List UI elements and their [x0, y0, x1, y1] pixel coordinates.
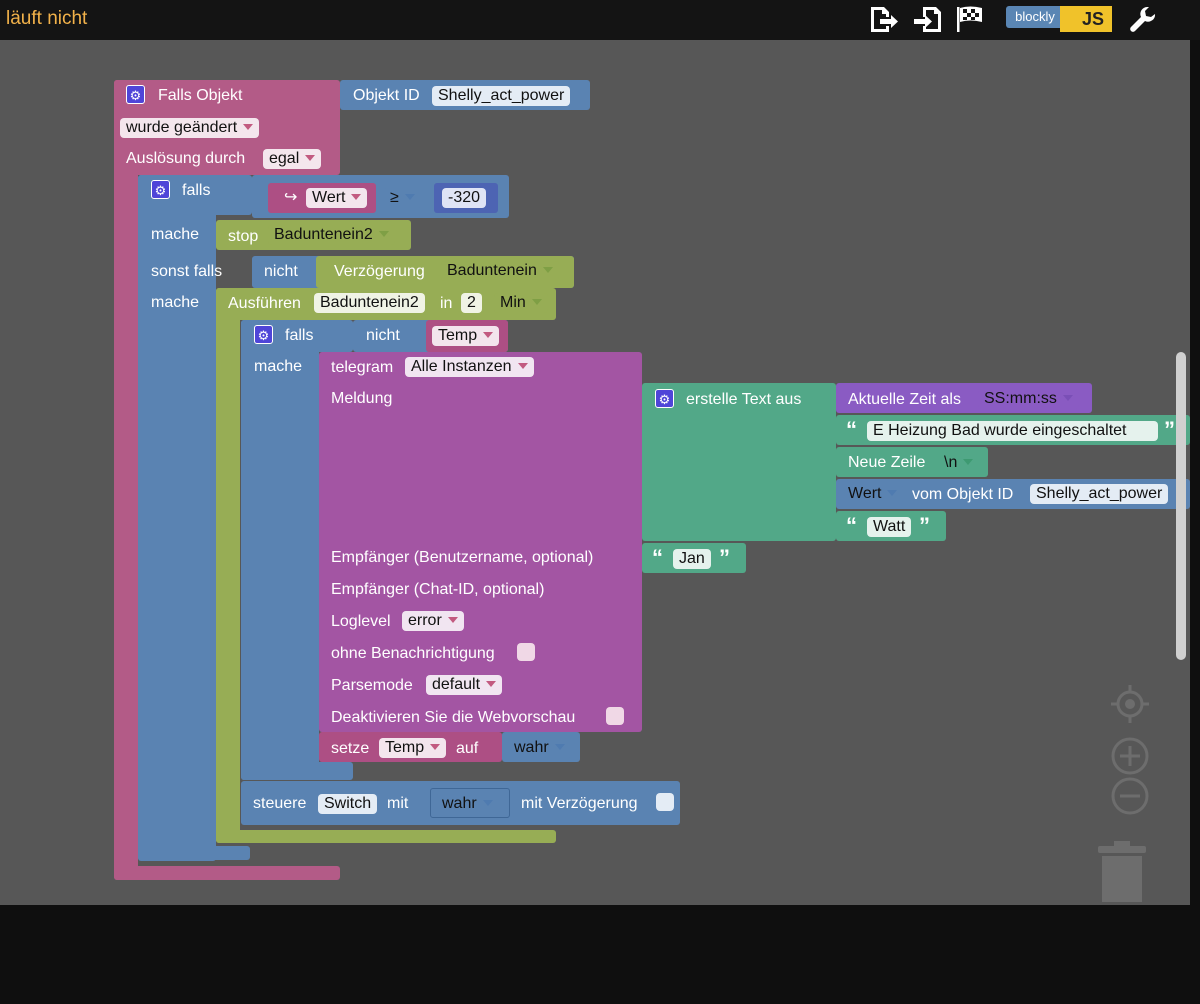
telegram-loglevel-dropdown[interactable]: error [402, 611, 464, 631]
telegram-recipient-label: Empfänger (Benutzername, optional) [331, 549, 594, 566]
if2-mache-label: mache [254, 358, 303, 375]
telegram-silent-checkbox[interactable] [517, 643, 535, 661]
temp-var-dropdown[interactable]: Temp [432, 326, 500, 346]
telegram-chatid-label: Empfänger (Chat-ID, optional) [331, 581, 545, 598]
set-label: setze [331, 740, 370, 757]
close-quote-icon-1: ” [1164, 417, 1175, 442]
close-quote-icon-3: ” [719, 545, 730, 570]
text-join-label: erstelle Text aus [686, 391, 802, 408]
set-var-dropdown[interactable]: Temp [379, 738, 447, 758]
open-quote-icon-1: “ [846, 417, 857, 442]
exec-unit-dropdown[interactable]: Min [494, 293, 548, 313]
control-delay-label: mit Verzögerung [521, 795, 638, 812]
zoom-in-icon[interactable] [1110, 736, 1150, 776]
if2-block-footer [241, 762, 353, 780]
telegram-silent-label: ohne Benachrichtigung [331, 645, 495, 662]
object-id-field[interactable]: Shelly_act_power [432, 86, 571, 106]
newline-dropdown[interactable]: \n [938, 453, 980, 473]
from-object-field[interactable]: Shelly_act_power [1030, 484, 1169, 504]
bool-dropdown-2[interactable]: wahr [436, 794, 499, 814]
text-string-field-1[interactable]: E Heizung Bad wurde eingeschaltet [867, 421, 1158, 441]
time-format-dropdown[interactable]: SS:mm:ss [978, 389, 1079, 409]
sonst-falls-label: sonst falls [151, 263, 223, 280]
telegram-loglevel-label: Loglevel [331, 613, 391, 630]
delay-target-dropdown[interactable]: Baduntenein [441, 261, 559, 281]
recipient-string-field[interactable]: Jan [673, 549, 711, 569]
brand-js-label: JS [1060, 6, 1112, 32]
exec-block-footer [216, 830, 556, 843]
time-label: Aktuelle Zeit als [848, 391, 961, 408]
compare-op-dropdown[interactable]: ≥ [384, 188, 421, 208]
open-quote-icon-3: “ [652, 545, 663, 570]
top-toolbar: läuft nicht blockly JS [0, 0, 1200, 40]
object-id-label: Objekt ID [353, 87, 420, 104]
trash-icon[interactable] [1094, 840, 1150, 904]
control-with-label: mit [387, 795, 409, 812]
if2-gear-icon[interactable]: ⚙ [254, 325, 273, 344]
exec-label: Ausführen [228, 295, 301, 312]
not-label-1: nicht [264, 263, 298, 280]
close-quote-icon-2: ” [919, 513, 930, 538]
from-object-label: vom Objekt ID [912, 486, 1014, 503]
delay-label: Verzögerung [334, 263, 425, 280]
bool-dropdown-1[interactable]: wahr [508, 738, 571, 758]
checkered-flag-icon[interactable] [954, 4, 986, 34]
script-status: läuft nicht [6, 8, 88, 29]
trigger-by-dropdown[interactable]: egal [263, 149, 322, 169]
stop-target-dropdown[interactable]: Baduntenein2 [268, 225, 395, 245]
bottom-panel [0, 905, 1200, 1004]
trigger-block-spine [114, 80, 138, 880]
text-join-block[interactable] [642, 383, 836, 541]
trigger-block-footer [114, 866, 340, 880]
trigger-title: Falls Objekt [158, 87, 243, 104]
text-join-gear-icon[interactable]: ⚙ [655, 389, 674, 408]
if-falls-label: falls [182, 182, 211, 199]
exec-block-spine [216, 288, 240, 843]
vertical-scrollbar[interactable] [1176, 352, 1186, 660]
control-delay-checkbox[interactable] [656, 793, 674, 811]
telegram-preview-checkbox[interactable] [606, 707, 624, 725]
stop-label: stop [228, 228, 259, 245]
number-field[interactable]: -320 [442, 188, 487, 208]
if2-block-spine [241, 320, 319, 780]
get-value-dropdown[interactable]: Wert [842, 484, 904, 504]
export-icon[interactable] [868, 4, 900, 34]
telegram-parsemode-label: Parsemode [331, 677, 413, 694]
if2-falls-label: falls [285, 327, 314, 344]
if-block-spine [138, 175, 216, 861]
telegram-message-label: Meldung [331, 390, 393, 407]
open-quote-icon-2: “ [846, 513, 857, 538]
blockly-js-toggle[interactable]: blockly JS [998, 4, 1118, 32]
trigger-changed-dropdown[interactable]: wurde geändert [120, 118, 260, 138]
brand-blockly-label: blockly [1006, 6, 1064, 28]
if-gear-icon[interactable]: ⚙ [151, 180, 170, 199]
trigger-gear-icon[interactable]: ⚙ [126, 85, 145, 104]
mache-label-1: mache [151, 226, 200, 243]
arrow-icon: ↪ [284, 189, 298, 206]
zoom-out-icon[interactable] [1110, 776, 1150, 816]
blockly-workspace[interactable]: ⚙ Falls Objekt wurde geändert Auslösung … [0, 40, 1190, 905]
if-block-footer [138, 846, 250, 860]
exec-name-field[interactable]: Baduntenein2 [314, 293, 425, 313]
not-label-2: nicht [366, 327, 400, 344]
newline-label: Neue Zeile [848, 454, 926, 471]
set-to-label: auf [456, 740, 479, 757]
text-string-field-2[interactable]: Watt [867, 517, 912, 537]
import-icon[interactable] [912, 4, 944, 34]
value-dropdown[interactable]: Wert [306, 188, 368, 208]
telegram-parsemode-dropdown[interactable]: default [426, 675, 503, 695]
exec-num-field[interactable]: 2 [461, 293, 482, 313]
telegram-block[interactable] [319, 352, 642, 732]
recenter-icon[interactable] [1110, 684, 1150, 724]
telegram-label: telegram [331, 359, 394, 376]
telegram-instance-dropdown[interactable]: Alle Instanzen [405, 357, 534, 377]
control-target-field[interactable]: Switch [318, 794, 378, 814]
mache-label-2: mache [151, 294, 200, 311]
exec-in-label: in [440, 295, 453, 312]
control-label: steuere [253, 795, 307, 812]
wrench-icon[interactable] [1127, 4, 1159, 34]
trigger-by-label: Auslösung durch [126, 150, 246, 167]
telegram-preview-label: Deaktivieren Sie die Webvorschau [331, 709, 576, 726]
